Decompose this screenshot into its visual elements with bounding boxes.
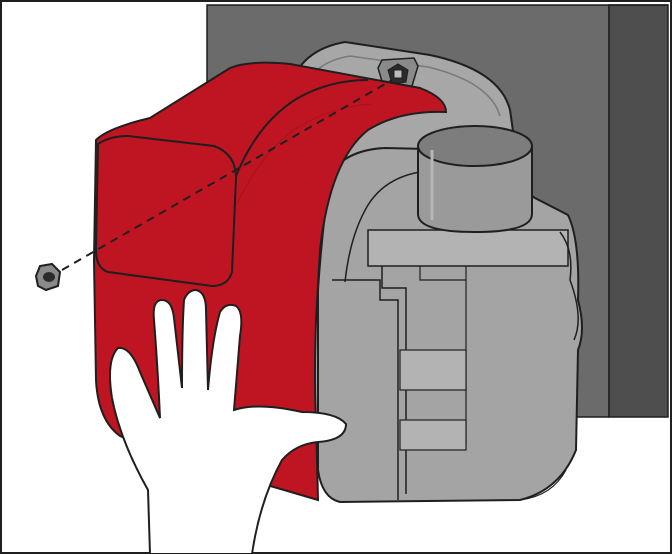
body-panel-middle xyxy=(400,350,466,390)
nut-icon xyxy=(36,264,60,290)
motor-top xyxy=(418,126,532,166)
body-panel-lower xyxy=(400,420,466,450)
body-panel-upper xyxy=(368,230,568,266)
boiler-side-face xyxy=(609,5,668,417)
motor-cylinder xyxy=(418,126,532,232)
